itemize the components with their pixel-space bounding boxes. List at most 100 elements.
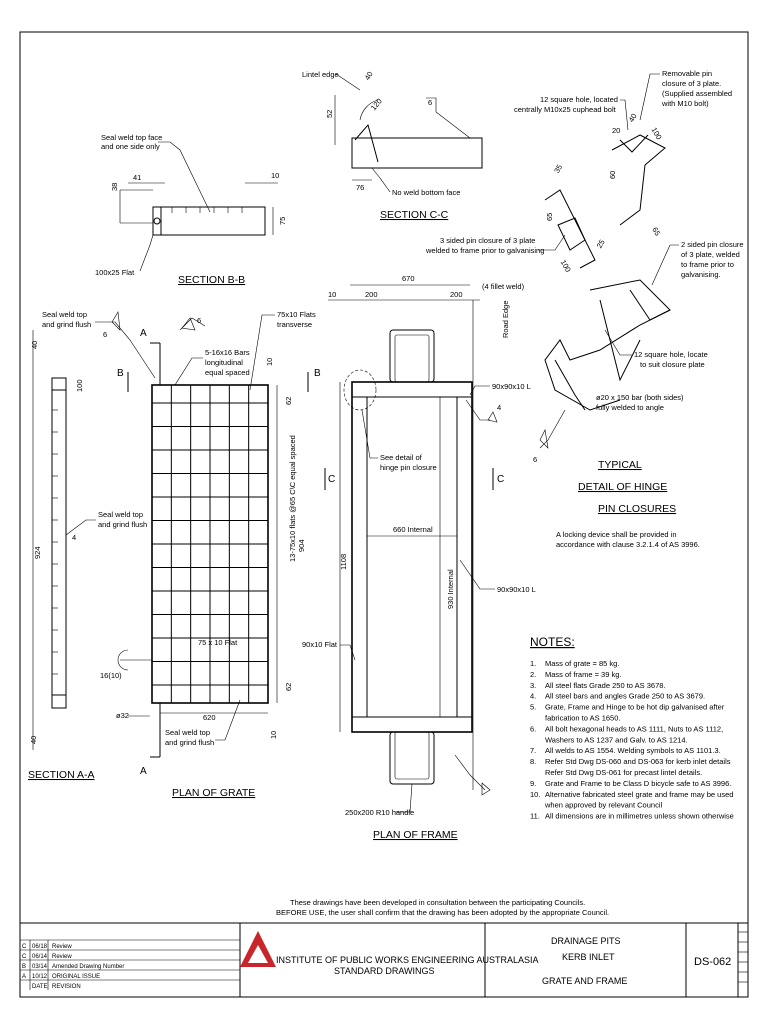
aa-weld-6: 6 — [103, 330, 107, 339]
frame-angle-2: 90x90x10 L — [497, 585, 536, 594]
grate-flat-75: 75 x 10 Flat — [198, 638, 238, 647]
plan-grate-title: PLAN OF GRATE — [172, 787, 255, 799]
aa-dim-924: 924 — [33, 546, 42, 559]
grate-dim-62b: 62 — [284, 683, 293, 691]
hinge-dim-40: 40 — [627, 112, 639, 124]
aa-seal1-1: Seal weld top — [42, 310, 87, 319]
frame-fillet: (4 fillet weld) — [482, 282, 525, 291]
bb-flat-label: 100x25 Flat — [95, 268, 135, 277]
note-number: 7. — [530, 746, 536, 755]
note-text: when approved by relevant Council — [544, 801, 662, 810]
grate-seal3-2: and grind flush — [165, 738, 214, 747]
note-number: 4. — [530, 692, 536, 701]
grate-weld-top: 6 — [197, 316, 201, 325]
hinge-locking-2: accordance with clause 3.2.1.4 of AS 399… — [556, 540, 700, 549]
grate-dim-62a: 62 — [284, 397, 293, 405]
bb-dim-41-text: 41 — [133, 173, 141, 182]
cc-lintel-label: Lintel edge — [302, 70, 339, 79]
hinge-removable-2: closure of 3 plate. — [662, 79, 721, 88]
institute-name: INSTITUTE OF PUBLIC WORKS ENGINEERING AU… — [276, 955, 539, 965]
hinge-dim-35: 35 — [552, 163, 564, 175]
bb-bolt-circle — [153, 217, 161, 225]
revision-desc: ORIGINAL ISSUE — [52, 974, 100, 980]
plan-of-grate: 75x10 Flats transverse 5-16x16 Bars long… — [75, 310, 321, 799]
hinge-three-sided-1: 3 sided pin closure of 3 plate — [440, 236, 535, 245]
frame-dim-670: 670 — [402, 274, 415, 283]
hinge-bar-1: ø20 x 150 bar (both sides) — [596, 393, 684, 402]
bb-flat-profile — [152, 206, 266, 236]
grate-label-a-top: A — [140, 328, 147, 339]
frame-dim-10: 10 — [328, 290, 336, 299]
cc-no-weld: No weld bottom face — [392, 188, 460, 197]
hinge-removable-4: with M10 bolt) — [661, 99, 709, 108]
note-text: Refer Std Dwg DS-061 for precast lintel … — [545, 768, 702, 777]
aa-note-16: 16(10) — [100, 671, 122, 680]
drawing-title-3: GRATE AND FRAME — [542, 976, 627, 986]
note-text: Grate, Frame and Hinge to be hot dip gal… — [545, 703, 725, 712]
footer-note-1: These drawings have been developed in co… — [290, 898, 585, 907]
cc-frame-angle — [351, 137, 483, 169]
standard-drawings: STANDARD DRAWINGS — [334, 966, 435, 976]
section-bb-title: SECTION B-B — [178, 274, 245, 286]
grate-seal3-1: Seal weld top — [165, 728, 210, 737]
bb-bar-notches — [171, 207, 243, 213]
hinge-dim-65a: 65 — [545, 213, 554, 221]
cc-dim-40: 40 — [363, 70, 375, 82]
revision-desc: Amended Drawing Number — [52, 964, 124, 970]
section-cc-title: SECTION C-C — [380, 209, 449, 221]
hinge-weld: 6 — [533, 455, 537, 464]
bb-end-plate — [152, 206, 162, 236]
aa-seal1-2: and grind flush — [42, 320, 91, 329]
revision-desc: Review — [52, 954, 72, 960]
frame-hinge-callout — [343, 369, 377, 411]
drawing-number: DS-062 — [694, 956, 731, 968]
aa-dim-40-bot: 40 — [29, 736, 38, 744]
note-number: 11. — [530, 812, 540, 821]
revision-letter: B — [22, 964, 26, 970]
bb-seal-leader — [158, 141, 211, 213]
frame-see-detail-2: hinge pin closure — [380, 463, 437, 472]
hinge-dim-20: 20 — [612, 126, 620, 135]
cc-dim-76: 76 — [356, 183, 364, 192]
revision-date: 06/14 — [32, 954, 48, 960]
bb-seal-line2: and one side only — [101, 142, 160, 151]
grate-label-b-right: B — [314, 368, 321, 379]
aa-grate-profile — [51, 377, 67, 709]
hinge-two-sided-3: to frame prior to — [681, 260, 734, 269]
notes-block: NOTES: 1.Mass of grate = 85 kg.2.Mass of… — [530, 635, 734, 821]
plan-frame-title: PLAN OF FRAME — [373, 829, 458, 841]
grate-dim-904: 904 — [297, 539, 306, 552]
grate-grid — [152, 385, 268, 703]
drawing-title-1: DRAINAGE PITS — [551, 936, 621, 946]
hinge-removable-1: Removable pin — [662, 69, 712, 78]
revision-date: 06/18 — [32, 944, 48, 950]
revision-letter: C — [22, 944, 27, 950]
note-text: All dimensions are in millimetres unless… — [545, 812, 734, 821]
note-number: 8. — [530, 757, 536, 766]
hinge-two-sided-1: 2 sided pin closure — [681, 240, 744, 249]
revision-date: DATE — [32, 984, 48, 990]
grate-dim-100: 100 — [75, 379, 84, 392]
hinge-hole2-2: to suit closure plate — [640, 360, 705, 369]
frame-road-edge: Road Edge — [501, 300, 510, 338]
hinge-three-sided-2: welded to frame prior to galvanising — [425, 246, 544, 255]
section-aa: 40 924 40 Seal weld top and grind flush … — [28, 310, 156, 781]
hinge-title-2: DETAIL OF HINGE — [578, 481, 667, 493]
grate-bars-3: equal spaced — [205, 368, 250, 377]
bb-dim-75-text: 75 — [278, 217, 287, 225]
hinge-detail: Removable pin closure of 3 plate. (Suppl… — [425, 69, 744, 549]
frame-angle-1: 90x90x10 L — [492, 382, 531, 391]
note-number: 3. — [530, 681, 536, 690]
revision-date: 03/14 — [32, 964, 48, 970]
grate-label-a-bot: A — [140, 766, 147, 777]
grate-label-b-left: B — [117, 368, 124, 379]
bb-seal-line1: Seal weld top face — [101, 133, 162, 142]
revision-desc: Review — [52, 944, 72, 950]
hinge-dim-60: 60 — [608, 171, 617, 179]
note-text: Mass of grate = 85 kg. — [545, 659, 619, 668]
aa-dim-40-top: 40 — [30, 341, 39, 349]
aa-seal2-2: and grind flush — [98, 520, 147, 529]
